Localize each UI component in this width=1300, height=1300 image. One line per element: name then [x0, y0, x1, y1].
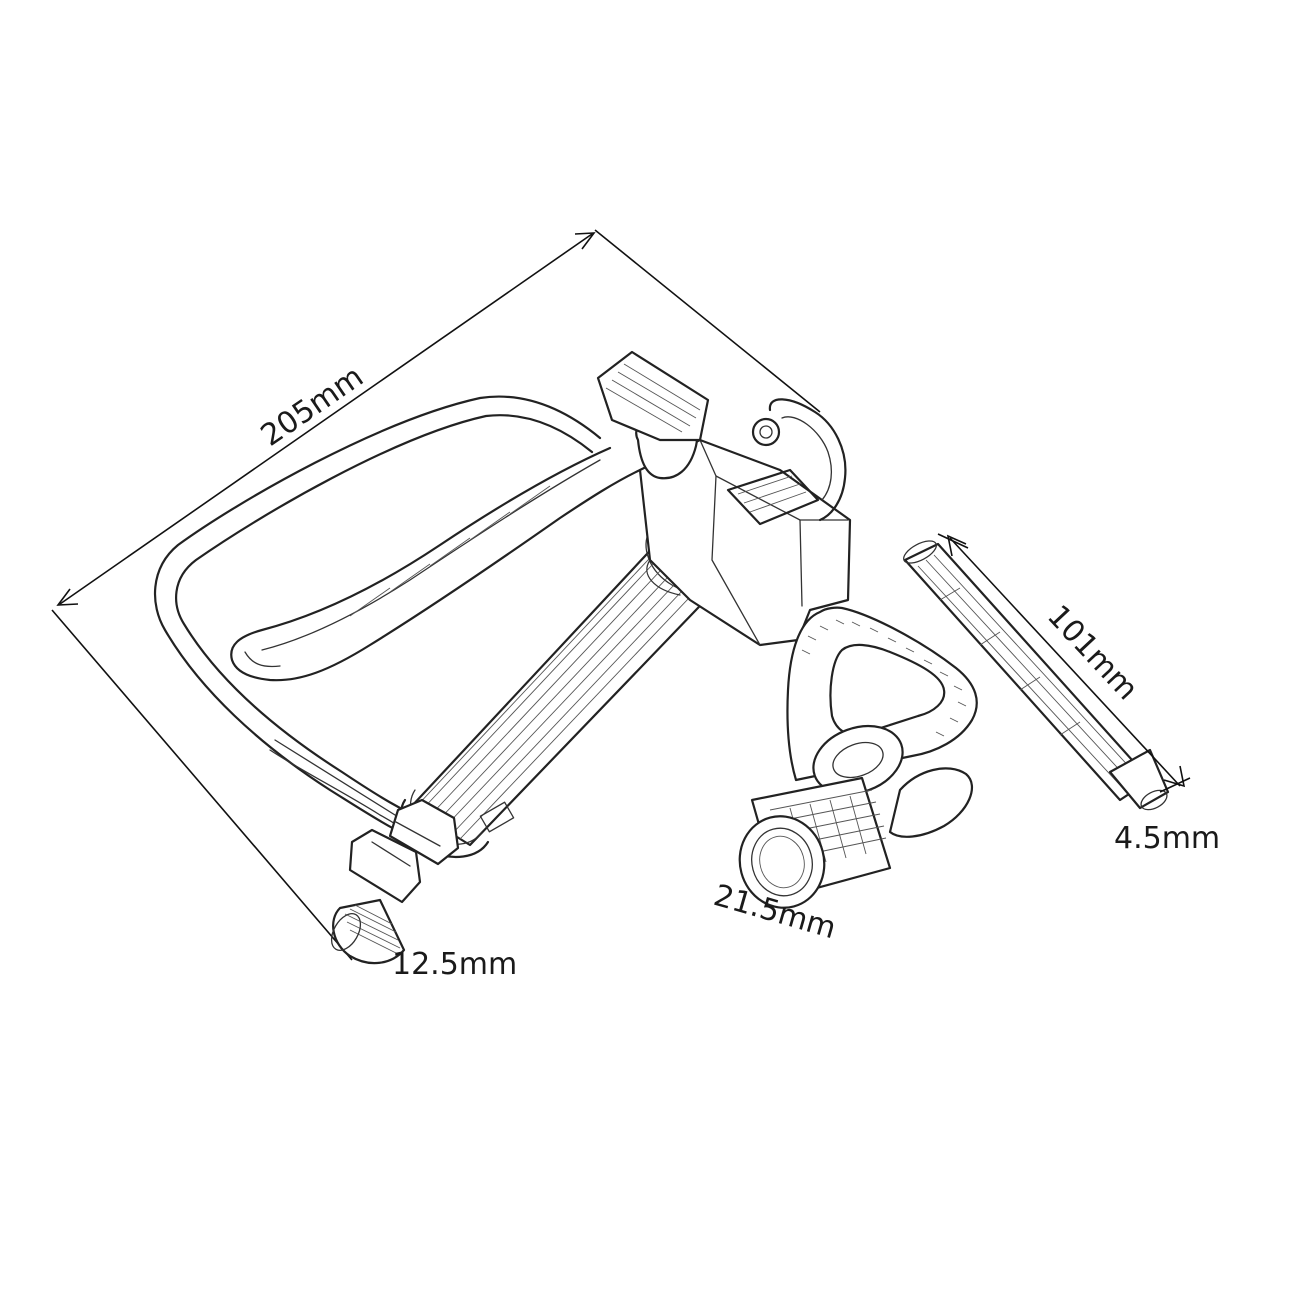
inlet-thread-label: 12.5mm	[392, 947, 517, 982]
spray-gun	[153, 350, 852, 965]
gun-length-label: 205mm	[255, 359, 370, 453]
top-thread	[605, 363, 701, 433]
arrowhead-bottom	[1163, 765, 1186, 788]
filter-diameter-label: 4.5mm	[1114, 821, 1220, 856]
handle-ribs	[414, 543, 709, 840]
arrowhead-top	[946, 534, 967, 557]
arrowhead-right	[574, 232, 596, 250]
inlet-thread	[344, 904, 401, 955]
arrowhead-left	[56, 588, 79, 606]
inline-filter	[903, 540, 1170, 811]
filter-mesh	[917, 554, 1146, 797]
knurl-pattern	[769, 789, 887, 867]
tip-guard	[738, 606, 978, 909]
